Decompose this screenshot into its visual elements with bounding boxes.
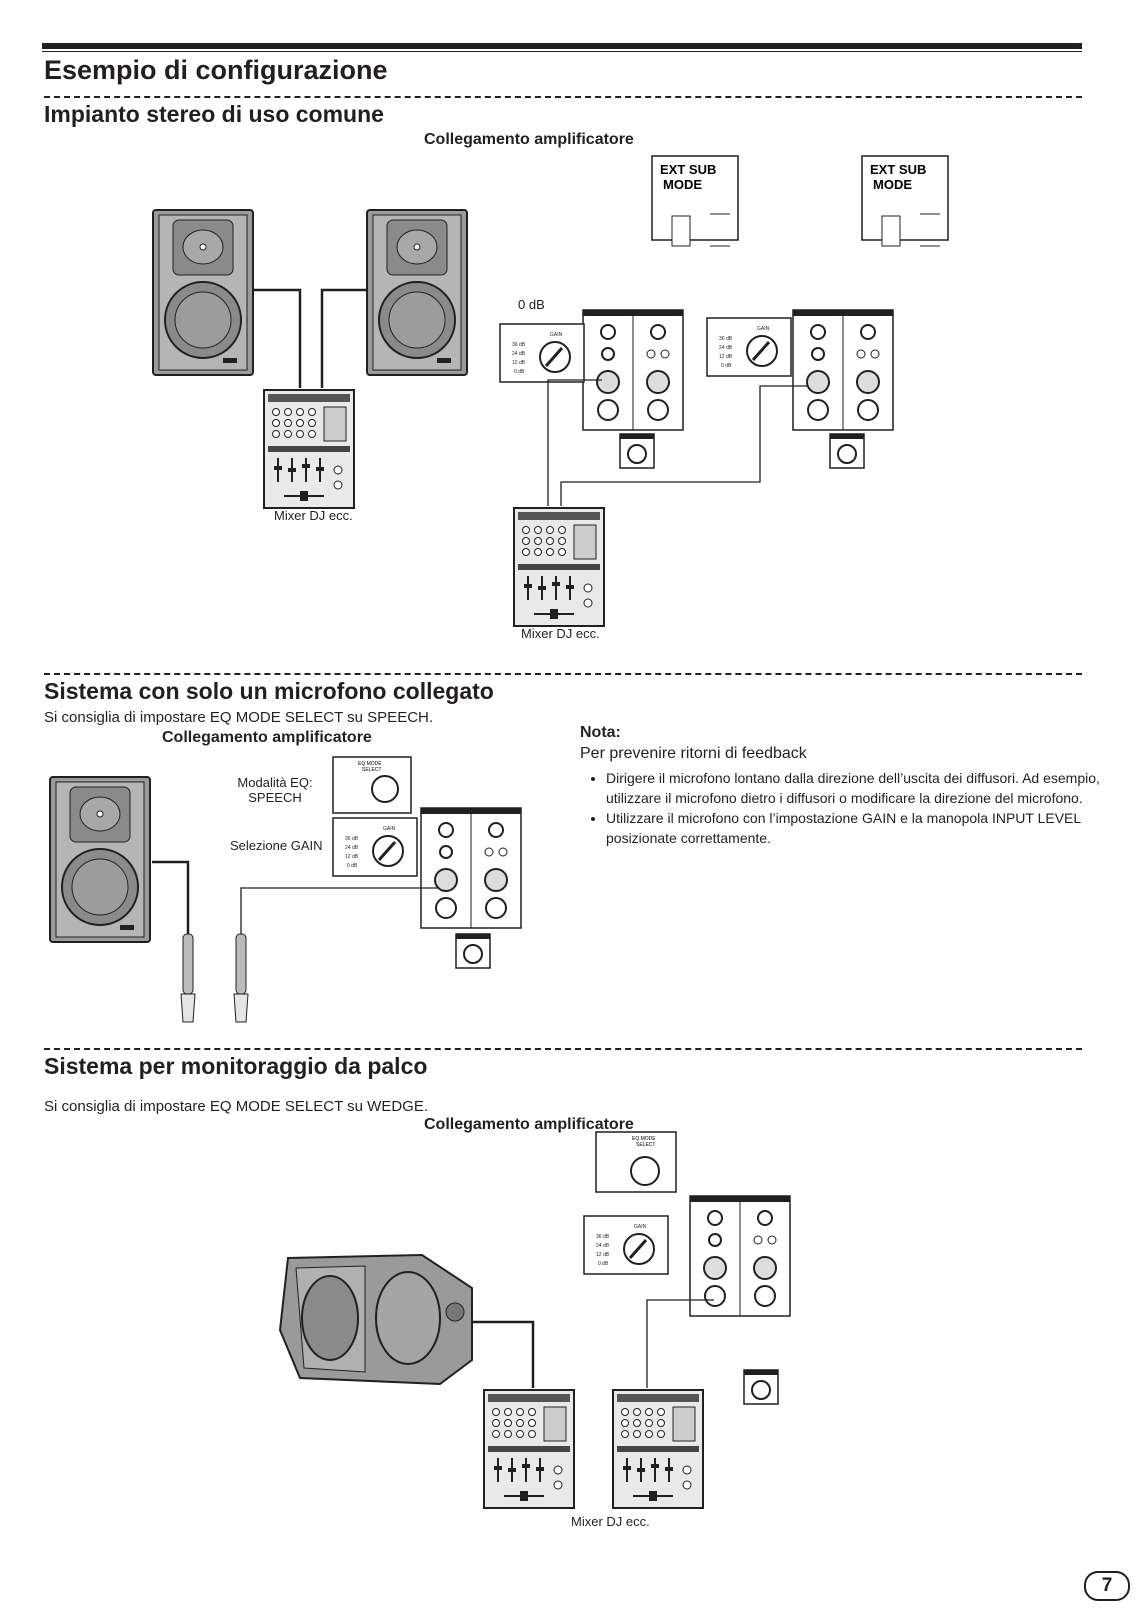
line-out-mic [455, 933, 491, 969]
mixer-label: Mixer DJ ecc. [521, 626, 600, 641]
microphone-1 [180, 933, 196, 1023]
note-title: Nota: [580, 724, 621, 741]
section-title-mic: Sistema con solo un microfono collegato [44, 678, 494, 704]
line-out-1 [619, 433, 655, 469]
section-title-stereo: Impianto stereo di uso comune [44, 101, 384, 127]
top-rule-thin [42, 51, 1082, 52]
line-out-2 [829, 433, 865, 469]
stage-monitor-speaker [278, 1253, 473, 1386]
ext-sub-callout-2: EXT SUB MODE [861, 155, 949, 247]
gain-box-stage [582, 1214, 670, 1276]
section-divider [44, 1048, 1082, 1050]
mixer-2 [513, 507, 605, 627]
speaker-right [366, 209, 468, 376]
section-divider [44, 96, 1082, 98]
svg-text:MODE: MODE [663, 177, 702, 192]
speaker-mic-section [49, 776, 151, 943]
svg-text:MODE: MODE [873, 177, 912, 192]
amp-panel-1 [582, 309, 684, 431]
svg-text:EXT SUB: EXT SUB [870, 162, 926, 177]
gain-select-label: Selezione GAIN [230, 838, 323, 853]
page-title: Esempio di configurazione [44, 55, 388, 85]
gain-box-1 [498, 322, 586, 384]
line-out-stage [743, 1369, 779, 1405]
caption-amp-connection: Collegamento amplificatore [424, 131, 634, 148]
amp-panel-stage [689, 1195, 791, 1317]
amp-panel-mic [420, 807, 522, 929]
section-divider [44, 673, 1082, 675]
note-item: Dirigere il microfono lontano dalla dire… [606, 768, 1106, 808]
speaker-left [152, 209, 254, 376]
gain-box-mic [331, 816, 419, 878]
svg-text:EXT SUB: EXT SUB [660, 162, 716, 177]
db-label: 0 dB [518, 297, 545, 312]
page-number: 7 [1084, 1571, 1130, 1601]
amp-panel-2 [792, 309, 894, 431]
mixer-4 [612, 1389, 704, 1509]
svg-text:EQ MODE: EQ MODE [632, 1136, 656, 1142]
mixer-label: Mixer DJ ecc. [571, 1514, 650, 1529]
mixer-3 [483, 1389, 575, 1509]
gain-box-2 [705, 316, 793, 378]
ext-sub-callout-1: EXT SUB MODE [651, 155, 739, 247]
svg-text:EQ MODE: EQ MODE [358, 761, 382, 767]
section-intro-stage: Si consiglia di impostare EQ MODE SELECT… [44, 1098, 429, 1115]
note-subtitle: Per prevenire ritorni di feedback [580, 745, 807, 762]
top-rule [42, 43, 1082, 49]
caption-amp-connection: Collegamento amplificatore [162, 729, 372, 746]
mixer-label: Mixer DJ ecc. [274, 508, 353, 523]
microphone-2 [233, 933, 249, 1023]
section-intro-mic: Si consiglia di impostare EQ MODE SELECT… [44, 709, 434, 726]
eq-mode-label: Modalità EQ: SPEECH [237, 775, 313, 805]
caption-amp-connection: Collegamento amplificatore [424, 1116, 634, 1133]
section-title-stage: Sistema per monitoraggio da palco [44, 1053, 428, 1079]
svg-text:SELECT: SELECT [636, 1142, 655, 1148]
note-list: Dirigere il microfono lontano dalla dire… [580, 768, 1106, 848]
note-item: Utilizzare il microfono con l’impostazio… [606, 808, 1106, 848]
mixer-1 [263, 389, 355, 509]
svg-text:SELECT: SELECT [362, 767, 381, 773]
